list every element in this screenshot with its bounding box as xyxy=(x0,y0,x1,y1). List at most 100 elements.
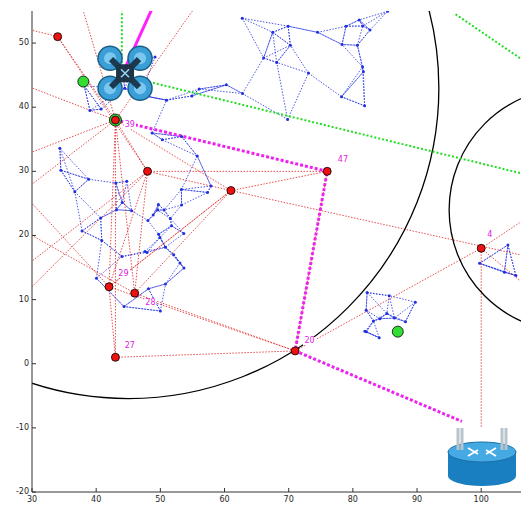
mesh-node xyxy=(95,277,98,280)
axis-tick xyxy=(288,488,289,492)
mesh-link xyxy=(394,318,405,322)
mesh-link xyxy=(242,94,287,120)
relay-link xyxy=(115,351,295,357)
router-bottom xyxy=(448,466,516,486)
relay-node xyxy=(323,167,331,175)
mesh-node xyxy=(271,31,274,34)
mesh-link xyxy=(504,272,515,275)
axis-tick-label: -10 xyxy=(16,424,29,432)
plot-area xyxy=(32,11,521,428)
mesh-link xyxy=(366,332,379,338)
mesh-link xyxy=(147,238,160,253)
axis-tick-label: 90 xyxy=(412,496,422,504)
axis-tick-label: 50 xyxy=(155,496,165,504)
mesh-link xyxy=(363,11,388,26)
mesh-link xyxy=(162,137,181,140)
mesh-node xyxy=(180,204,183,207)
mesh-link xyxy=(273,32,291,45)
mesh-link xyxy=(174,255,184,268)
relay-links xyxy=(32,11,520,428)
mesh-link xyxy=(60,148,89,179)
axis-tick-label: 30 xyxy=(19,167,29,175)
relay-link xyxy=(115,120,116,357)
router-arrows xyxy=(468,448,496,456)
mesh-node xyxy=(289,44,292,47)
ground-node xyxy=(78,76,89,87)
mesh-link xyxy=(148,284,165,289)
mesh-node xyxy=(361,65,364,68)
mesh-node xyxy=(362,70,365,73)
mesh-link xyxy=(160,238,166,248)
mesh-link xyxy=(153,204,158,215)
mesh-link xyxy=(357,26,362,45)
mesh-link xyxy=(160,226,172,238)
mesh-node xyxy=(361,25,364,28)
mesh-link xyxy=(122,252,147,256)
mesh-link xyxy=(167,89,200,100)
mesh-link xyxy=(367,293,389,296)
mesh-link xyxy=(75,179,89,192)
mesh-link xyxy=(165,247,173,254)
mesh-node xyxy=(100,108,103,111)
mesh-link xyxy=(359,20,370,30)
mesh-link xyxy=(405,302,415,322)
axis-tick-label: 40 xyxy=(91,496,101,504)
mesh-node xyxy=(88,109,91,112)
mesh-link xyxy=(342,26,346,44)
axis-tick-label: 50 xyxy=(19,39,29,47)
mesh-node xyxy=(99,216,102,219)
axis-tick-label: 0 xyxy=(24,360,29,368)
mesh-link xyxy=(101,218,102,240)
mesh-link xyxy=(75,179,89,192)
mesh-node xyxy=(206,191,209,194)
mesh-node xyxy=(316,31,319,34)
relay-node xyxy=(111,353,119,361)
ground-node xyxy=(392,326,403,337)
mesh-node xyxy=(368,28,371,31)
mesh-node xyxy=(356,44,359,47)
mesh-link xyxy=(357,30,370,45)
mesh-link xyxy=(366,310,373,321)
mesh-link xyxy=(346,26,363,27)
mesh-link xyxy=(346,20,359,26)
mesh-link xyxy=(288,26,317,32)
mesh-node xyxy=(478,262,481,265)
mesh-node xyxy=(169,217,172,220)
relay-link xyxy=(109,120,115,287)
mesh-link xyxy=(159,226,172,234)
mesh-link xyxy=(174,255,184,268)
mesh-link xyxy=(165,247,173,254)
mesh-node xyxy=(388,294,391,297)
mesh-link xyxy=(116,181,127,183)
mesh-node xyxy=(157,233,160,236)
mesh-link xyxy=(199,85,226,89)
drone-body xyxy=(116,64,134,82)
mesh-link xyxy=(165,247,180,263)
mesh-link xyxy=(264,58,277,62)
relay-link xyxy=(115,120,147,171)
relay-link xyxy=(231,191,520,255)
mesh-link xyxy=(167,96,192,100)
mesh-node xyxy=(363,104,366,107)
mesh-node xyxy=(190,94,193,97)
mesh-link xyxy=(60,148,75,191)
mesh-link xyxy=(181,189,207,192)
mesh-link xyxy=(124,307,160,311)
mesh-node xyxy=(151,132,154,135)
relay-link xyxy=(32,235,135,293)
mesh-link xyxy=(101,210,117,218)
mesh-node xyxy=(178,262,181,265)
mesh-link xyxy=(82,231,102,241)
mesh-node xyxy=(123,87,126,90)
mesh-node xyxy=(146,219,149,222)
mesh-link xyxy=(124,307,160,311)
mesh-link xyxy=(122,181,127,202)
mesh-link xyxy=(508,245,516,276)
mesh-link xyxy=(389,296,394,318)
mesh-links xyxy=(60,11,516,337)
mesh-link xyxy=(102,240,122,256)
mesh-node xyxy=(154,55,157,58)
mesh-link xyxy=(480,263,516,275)
